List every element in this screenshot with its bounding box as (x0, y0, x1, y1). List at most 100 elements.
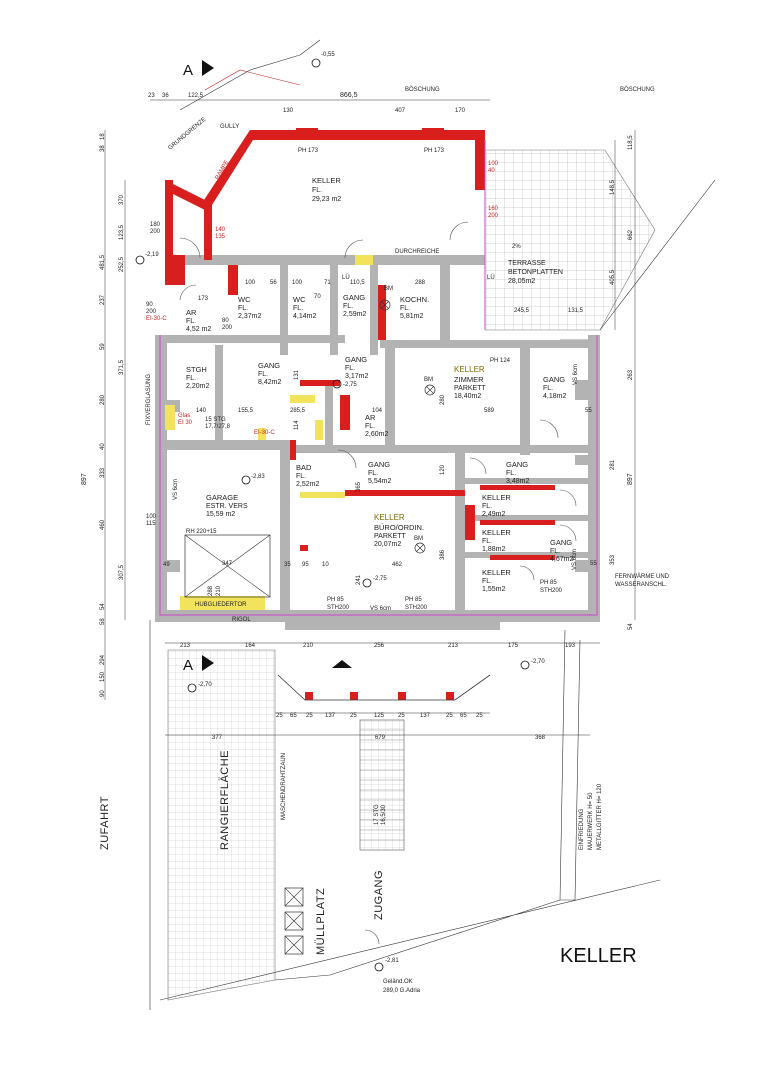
door-11: 200 (488, 213, 499, 219)
room-gang6-sub: FL. (506, 470, 516, 477)
dim-b2-3: 137 (325, 713, 336, 719)
dim-in-18: 95 (302, 562, 309, 568)
room-gang1-name: GANG (343, 293, 365, 302)
label-gelaende-2: 289,0 G.Adria (383, 988, 421, 994)
room-buero-area: 20,07m2 (374, 541, 401, 548)
label-stairs-outer: 17 STG (374, 804, 380, 825)
room-gang2-sub: FL. (258, 371, 268, 378)
section-label-top: A (183, 62, 193, 79)
dims-top: 23 36 122,5 130 866,5 407 170 (148, 92, 466, 114)
room-zimmer-label: KELLER (454, 365, 485, 374)
label-stairs-inner: 15 STG (205, 417, 226, 423)
dim-in-24: 131 (294, 369, 300, 380)
dim-left-16: 58 (100, 618, 106, 625)
dim-b3-2: 368 (535, 735, 546, 741)
room-keller-main-sub: FL. (312, 187, 322, 194)
dim-right-4: 263 (628, 369, 634, 380)
room-gang7-area: 4,67m2 (550, 556, 573, 563)
dim-b2-0: 25 (276, 713, 283, 719)
wnote-1: PH 173 (424, 148, 445, 154)
label-vs-1: VS 6cm (573, 364, 579, 385)
dim-in-26: 49 (163, 562, 170, 568)
room-stgh-sub: FL. (186, 375, 196, 382)
dim-left-12: 333 (100, 467, 106, 478)
dims-bottom: 213 164 210 256 213 175 193 25 65 25 137… (100, 643, 576, 741)
dim-left-6: 237 (100, 294, 106, 305)
dim-top-3: 130 (283, 108, 294, 114)
section-arrow-bottom (202, 655, 214, 671)
walls-grey (155, 255, 600, 630)
door-13: Glas (178, 413, 190, 419)
room-gang3-area: 3,17m2 (345, 373, 368, 380)
door-3: 200 (146, 309, 157, 315)
room-keller-main-name: KELLER (312, 176, 341, 185)
room-garage-sub: ESTR. VERS (206, 503, 248, 510)
dim-left-14: 307,5 (119, 564, 125, 580)
dim-in-14: 104 (372, 408, 383, 414)
dim-b2-10: 25 (476, 713, 483, 719)
room-ar1-sub: FL. (186, 318, 196, 325)
label-vs-2: VS 6cm (173, 479, 179, 500)
room-kochn-area: 5,81m2 (400, 313, 423, 320)
room-buero-sub: PARKETT (374, 533, 406, 540)
section-arrow-top (202, 60, 214, 76)
dim-in-1: 100 (245, 280, 256, 286)
dim-right-6: 897 (627, 473, 634, 485)
ramp-guide (204, 69, 301, 91)
dim-left-11: 897 (81, 473, 88, 485)
dims-inner: 173 100 56 100 71 70 110,5 288 245,5 131… (163, 280, 592, 585)
label-grundgrenze: GRUNDGRENZE (167, 117, 207, 152)
wnote-3: PH 85 (327, 597, 344, 603)
room-zimmer-name: ZIMMER (454, 375, 484, 384)
dim-in-21: 241 (356, 574, 362, 585)
door-1: 200 (222, 325, 233, 331)
dim-right-1: 148,5 (610, 179, 616, 195)
label-vs-3: VS 6cm (370, 606, 391, 612)
label-bm-3: BM (414, 536, 423, 542)
door-16: VS 6cm (572, 549, 578, 570)
room-wc1-area: 2,37m2 (238, 313, 261, 320)
dims-left: 18 38 370 123,5 481,5 252,5 237 59 371,5… (81, 133, 125, 625)
label-maschendrahtzaun: MASCHENDRAHTZAUN (281, 753, 287, 820)
dimension-lines (104, 99, 636, 736)
wnote-6: STH200 (405, 605, 428, 611)
room-keller3-name: KELLER (482, 528, 511, 537)
room-wc2-name: WC (293, 295, 306, 304)
dim-left-4: 481,5 (100, 254, 106, 270)
window-notes: PH 173 PH 173 PH 124 PH 85 STH200 PH 85 … (298, 148, 563, 611)
room-gang5-name: GANG (368, 460, 390, 469)
dim-b2-7: 137 (420, 713, 431, 719)
room-keller4-area: 1,55m2 (482, 586, 505, 593)
elev-5: -2,70 (531, 659, 545, 665)
label-hubgliedertor: HUBGLIEDERTOR (195, 602, 247, 608)
entrance-marker (332, 660, 352, 668)
room-gang5-area: 5,54m2 (368, 478, 391, 485)
room-buero-label: KELLER (374, 513, 405, 522)
dim-b1-5: 175 (508, 643, 519, 649)
dim-in-15: 589 (484, 408, 495, 414)
door-0: 80 (222, 318, 229, 324)
room-gang4-name: GANG (543, 375, 565, 384)
drawing-title: KELLER (560, 945, 637, 967)
label-rh: RH 220+15 (186, 529, 217, 535)
door-17: 100 (146, 514, 157, 520)
room-bad-name: BAD (296, 463, 312, 472)
room-bad-area: 2,52m2 (296, 481, 319, 488)
outer-stair-tread (359, 719, 405, 851)
label-boeschung-1: BÖSCHUNG (405, 86, 440, 93)
dim-in-27: 35 (284, 562, 291, 568)
dim-right-2: 662 (628, 229, 634, 240)
door-9: 40 (488, 168, 495, 174)
dim-in-20: 462 (392, 562, 403, 568)
label-fixverglasung: FIXVERGLASUNG (146, 374, 152, 425)
label-fernwaerme-2: WASSERANSCHL. (615, 582, 667, 588)
room-terrasse-area: 28,05m2 (508, 278, 535, 285)
door-19: 288 (208, 585, 214, 596)
room-zimmer-area: 18,40m2 (454, 393, 481, 400)
elev-7: -2,81 (385, 958, 399, 964)
elev-3: -2,83 (251, 474, 265, 480)
dim-top-2: 122,5 (188, 93, 204, 99)
room-ar1-name: AR (186, 308, 197, 317)
door-8: 100 (488, 161, 499, 167)
dim-left-10: 40 (100, 443, 106, 450)
